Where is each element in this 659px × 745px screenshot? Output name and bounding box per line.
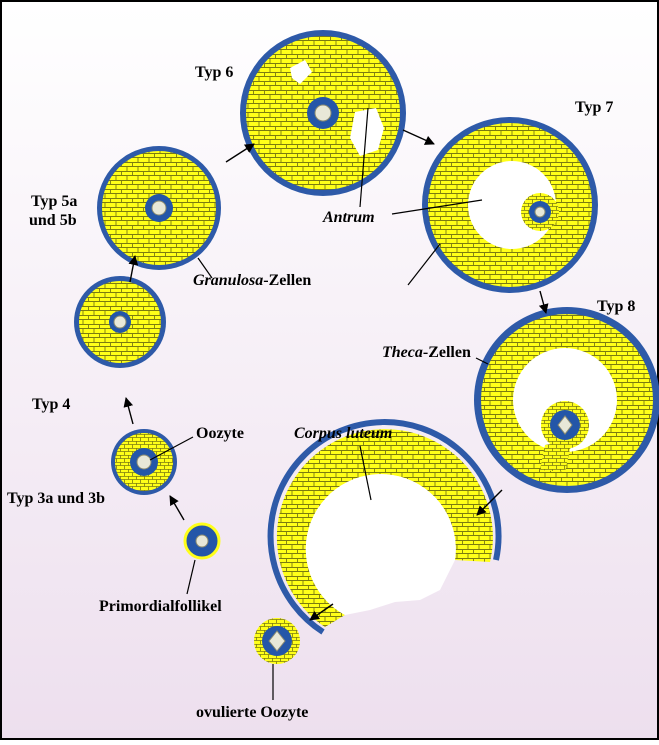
label-ovulierte-oozyte: ovulierte Oozyte: [196, 704, 308, 722]
label-granulosa-rest: -Zellen: [263, 272, 311, 289]
label-granulosa-italic: Granulosa: [193, 272, 263, 289]
label-antrum: Antrum: [323, 209, 375, 227]
label-theca-italic: Theca: [382, 344, 423, 361]
ovulated-oocyte: [254, 618, 300, 664]
label-theca-rest: -Zellen: [423, 344, 471, 361]
follicle-typ6: [240, 30, 406, 196]
label-typ5-line1: Typ 5a: [31, 193, 77, 211]
follicle-typ3: [111, 429, 177, 495]
label-theca: Theca-Zellen: [382, 344, 471, 362]
follicle-typ5: [97, 146, 221, 270]
label-typ4: Typ 4: [32, 396, 70, 414]
label-primordialfollikel: Primordialfollikel: [99, 598, 222, 616]
follicle-primordial: [185, 524, 219, 558]
label-typ6: Typ 6: [195, 64, 233, 82]
label-typ5-line2: und 5b: [29, 212, 77, 230]
follicle-typ8: [474, 307, 659, 493]
label-granulosa: Granulosa-Zellen: [193, 272, 311, 290]
label-oozyte: Oozyte: [196, 425, 244, 443]
follicle-typ4: [74, 276, 166, 368]
label-corpus-luteum: Corpus luteum: [294, 425, 392, 443]
label-typ3: Typ 3a und 3b: [7, 490, 105, 508]
label-typ7: Typ 7: [575, 99, 613, 117]
label-typ8: Typ 8: [597, 298, 635, 316]
